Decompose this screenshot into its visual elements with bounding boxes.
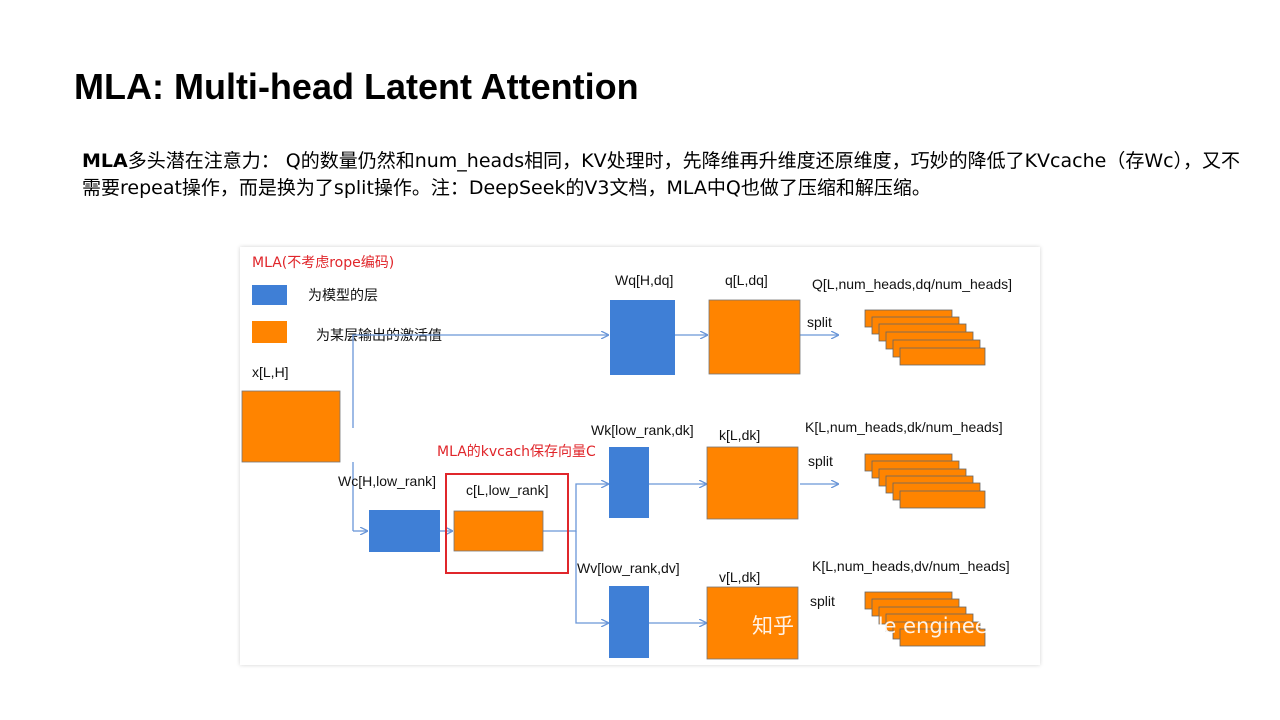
c-label: c[L,low_rank] [466,482,548,498]
kv-cache-highlight-box [445,473,569,574]
legend-activation-swatch [252,321,287,343]
k-label: k[L,dk] [719,427,760,443]
K-heads-stack [864,453,986,509]
kv-cache-note: MLA的kvcach保存向量C [437,444,596,460]
x-activation-block [241,390,341,463]
v-activation-block [706,586,799,660]
K-heads-label: K[L,num_heads,dk/num_heads] [805,419,1003,435]
watermark: 知乎 @vehicle engineer [752,614,997,638]
slide-title: MLA: Multi-head Latent Attention [74,66,639,107]
wc-label: Wc[H,low_rank] [338,473,436,489]
x-label: x[L,H] [252,364,289,380]
c-latent-block [453,510,544,552]
legend-layer-swatch [252,285,287,305]
V-heads-stack [864,591,986,647]
description-text: 多头潜在注意力： Q的数量仍然和num_heads相同，KV处理时，先降维再升维… [82,150,1241,199]
v-split-label: split [810,593,835,609]
wk-layer-block [609,447,649,518]
Q-heads-stack [864,309,986,366]
wk-label: Wk[low_rank,dk] [591,422,694,438]
wq-layer-block [610,300,675,375]
q-split-label: split [807,314,832,330]
description-lead: MLA [82,150,128,172]
k-activation-block [706,446,799,520]
k-split-label: split [808,453,833,469]
slide-description: MLA多头潜在注意力： Q的数量仍然和num_heads相同，KV处理时，先降维… [82,148,1242,202]
Q-heads-label: Q[L,num_heads,dq/num_heads] [812,276,1012,292]
diagram-heading: MLA(不考虑rope编码) [252,255,394,271]
q-activation-block [708,299,801,375]
wq-label: Wq[H,dq] [615,272,673,288]
mla-diagram: MLA(不考虑rope编码) 为模型的层 为某层输出的激活值 x[L,H] Wc… [240,247,1040,665]
wv-label: Wv[low_rank,dv] [577,560,680,576]
wv-layer-block [609,586,649,658]
q-label: q[L,dq] [725,272,768,288]
connector-lines [352,335,838,623]
v-label: v[L,dk] [719,569,760,585]
legend-layer-label: 为模型的层 [308,288,378,304]
V-heads-label: K[L,num_heads,dv/num_heads] [812,558,1010,574]
wc-layer-block [369,510,440,552]
